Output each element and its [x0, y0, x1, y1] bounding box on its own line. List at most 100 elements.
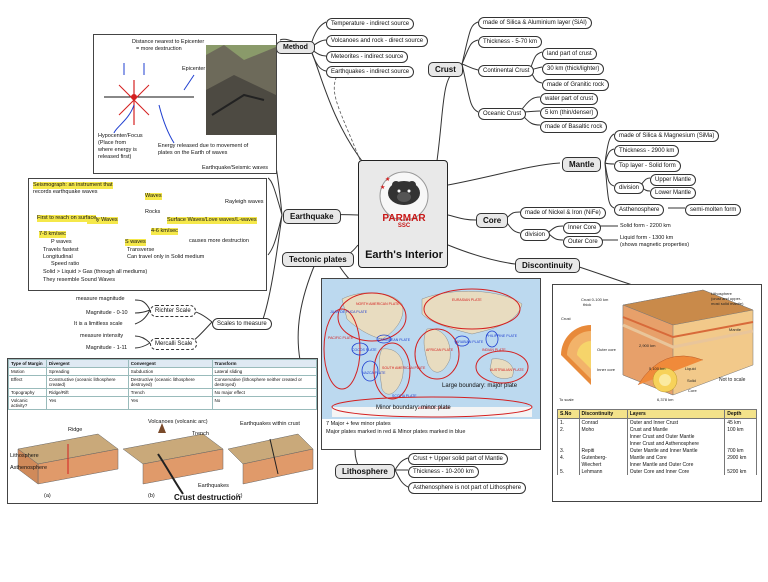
method-item: Volcanoes and rock - direct source [326, 35, 429, 47]
mercalli-scale: Mercalli Scale [150, 338, 198, 350]
core-made-of: made of Nickel & Iron (NiFe) [520, 207, 606, 219]
logo-text: PARMAR [382, 213, 426, 224]
table-cell: Lateral sliding [211, 367, 317, 376]
table-cell [557, 433, 580, 440]
svg-text:Crust: Crust [561, 316, 571, 321]
epicenter-note: = more destruction [136, 46, 182, 52]
discontinuity-node[interactable]: Discontinuity [515, 258, 580, 273]
asthenosphere: Asthenosphere [614, 204, 665, 216]
crust-node[interactable]: Crust [428, 62, 463, 77]
svg-text:2,900 km: 2,900 km [639, 343, 656, 348]
table-cell: Crust and Mantle [626, 426, 726, 433]
earthquake-node[interactable]: Earthquake [283, 209, 341, 224]
discontinuity-table-wrap: S.No Discontinuity Layers Depth 1.Conrad… [557, 409, 757, 475]
method-item: Earthquakes - indirect source [326, 66, 415, 78]
table-header: Discontinuity [578, 409, 628, 419]
svg-text:Mantle: Mantle [729, 327, 742, 332]
lithosphere-node[interactable]: Lithosphere [335, 464, 395, 479]
table-cell: Subduction [127, 367, 213, 376]
lithosphere-item: Crust + Upper solid part of Mantle [408, 453, 508, 465]
outer-core: Outer Core [563, 236, 603, 248]
table-cell: No [211, 396, 317, 410]
table-header: Transform [211, 359, 317, 368]
continental-crust: Continental Crust [478, 65, 535, 77]
upper-mantle: Upper Mantle [650, 174, 697, 186]
oceanic-item: 5 km (thin/denser) [540, 107, 599, 119]
table-cell: Moho [578, 426, 628, 433]
oceanic-crust: Oceanic Crust [478, 108, 527, 120]
svg-text:PHILIPPINE PLATE: PHILIPPINE PLATE [486, 334, 518, 338]
svg-text:COCOS PLATE: COCOS PLATE [352, 348, 377, 352]
s-waves-note: Can travel only in Solid medium [127, 254, 205, 260]
logo-subtext: SSC [397, 223, 411, 229]
mediums-note: Solid > Liquid > Gas (through all medium… [43, 269, 148, 275]
oceanic-item: made of Basaltic rock [540, 121, 608, 133]
svg-text:★: ★ [380, 184, 385, 191]
table-header: Divergent [45, 359, 129, 368]
lower-mantle: Lower Mantle [650, 187, 697, 199]
mercalli-note: Magnitude - 1-11 [86, 345, 128, 351]
core-node[interactable]: Core [476, 213, 509, 228]
table-cell: 45 km [724, 418, 757, 426]
table-cell: Wiechert [578, 461, 628, 468]
svg-text:6,378 km: 6,378 km [657, 397, 674, 402]
svg-text:Liquid: Liquid [685, 366, 696, 371]
p-waves: P waves [51, 239, 72, 245]
waves-root: Waves [145, 193, 162, 200]
table-cell: Inner Crust and Asthenosphere [626, 440, 726, 447]
rocks-label: Rocks [145, 209, 161, 215]
table-cell: Topography [8, 388, 47, 397]
table-cell: Inner Mantle and Outer Core [626, 461, 726, 468]
svg-text:To scale: To scale [559, 397, 574, 402]
discontinuity-table: S.No Discontinuity Layers Depth 1.Conrad… [557, 409, 757, 475]
core-division: division [520, 229, 551, 241]
sound-waves-note: They resemble Sound Waves [43, 277, 115, 283]
s-waves-note: Transverse [127, 247, 155, 253]
svg-text:ARABIAN PLATE: ARABIAN PLATE [456, 340, 484, 344]
table-cell: 100 km [724, 426, 757, 433]
table-cell: Outer and Inner Crust [626, 418, 726, 426]
method-item: Meteorites - indirect source [326, 51, 409, 63]
method-node[interactable]: Method [276, 41, 315, 54]
table-cell: Effect [8, 375, 47, 389]
table-header: Type of Margin [8, 359, 47, 368]
table-cell: Ridge/Rift [45, 388, 129, 397]
p-waves-speed: 7-8 km/sec [39, 231, 66, 238]
world-plate-map: NORTH AMERICAN PLATE EURASIAN PLATE PACI… [322, 279, 540, 419]
plate-margins-panel: Type of Margin Divergent Convergent Tran… [7, 358, 318, 504]
method-item: Temperature - indirect source [326, 18, 415, 30]
surface-speed: 4-6 km/sec [151, 228, 178, 235]
mantle-division: division [614, 182, 645, 194]
table-cell: Trench [127, 388, 213, 397]
svg-text:AUSTRALIAN PLATE: AUSTRALIAN PLATE [490, 368, 524, 372]
table-cell: Repiti [578, 447, 628, 454]
table-cell: 4. [557, 454, 580, 461]
svg-text:PACIFIC PLATE: PACIFIC PLATE [328, 336, 354, 340]
seismic-waves-label: Earthquake/Seismic waves [202, 165, 269, 171]
table-cell [557, 440, 580, 447]
svg-text:Outer core: Outer core [597, 347, 617, 352]
table-cell [724, 461, 757, 468]
waves-panel: Seismograph: an instrument that records … [28, 178, 267, 291]
svg-text:EURASIAN PLATE: EURASIAN PLATE [452, 298, 482, 302]
table-header: S.No [557, 409, 580, 419]
scales-node[interactable]: Scales to measure [212, 318, 272, 330]
table-cell: Spreading [45, 367, 129, 376]
surface-waves: Surface Waves/Love waves/L-waves [167, 217, 257, 224]
plate-margin-diagrams [17, 423, 314, 495]
table-cell: Mantle and Core [626, 454, 726, 461]
svg-text:Core: Core [688, 388, 697, 393]
table-cell: Volcanic activity? [8, 396, 47, 410]
mantle-node[interactable]: Mantle [562, 157, 602, 172]
tectonic-node[interactable]: Tectonic plates [282, 252, 354, 267]
epicenter-panel: Distance nearest to Epicenter = more des… [93, 34, 277, 174]
svg-text:Not to scale: Not to scale [719, 377, 746, 383]
s-waves: S waves [125, 239, 146, 246]
margin-label: Earthquakes [198, 483, 229, 489]
margin-label: (c) [236, 493, 243, 499]
